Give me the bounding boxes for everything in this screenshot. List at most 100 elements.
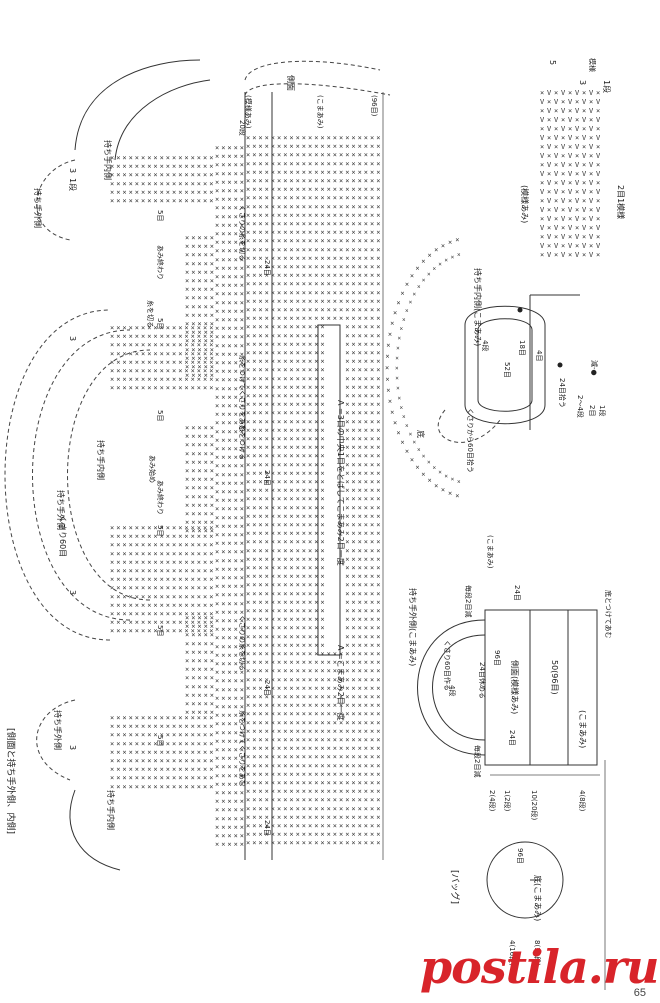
stitch-x: × (166, 188, 170, 196)
stitch-x: × (172, 619, 176, 627)
stitch-x: × (197, 723, 201, 731)
stitch-x: × (320, 177, 324, 185)
stitch-x: × (215, 445, 219, 453)
stitch-x: × (327, 745, 331, 753)
stitch-x: × (339, 650, 343, 658)
stitch-x: × (204, 372, 208, 380)
stitch-x: × (129, 757, 133, 765)
stitch-x: × (308, 151, 312, 159)
stitch-x: × (339, 676, 343, 684)
stitch-x: × (234, 299, 238, 307)
stitch-x: × (240, 187, 244, 195)
stitch-x: × (252, 650, 256, 658)
stitch-x: × (265, 650, 269, 658)
stitch-x: × (110, 748, 114, 756)
stitch-x: × (410, 456, 414, 464)
stitch-x: × (271, 779, 275, 787)
stitch-x: × (327, 211, 331, 219)
stitch-x: × (320, 521, 324, 529)
stitch-x: × (147, 558, 151, 566)
stitch-x: × (314, 607, 318, 615)
stitch-x: × (351, 177, 355, 185)
stitch-x: × (203, 723, 207, 731)
stitch-x: × (204, 683, 208, 691)
stitch-x: × (364, 831, 368, 839)
stitch-x: × (227, 419, 231, 427)
stitch-x: × (185, 519, 189, 527)
stitch-x: × (191, 783, 195, 791)
bag-koma-bottom: (こまあみ) (578, 710, 587, 748)
stitch-x: × (191, 286, 195, 294)
stitch-x: × (345, 753, 349, 761)
stitch-x: × (215, 282, 219, 290)
pattern-title: (模様あみ) (520, 185, 530, 223)
stitch-x: × (376, 831, 380, 839)
stitch-x: × (141, 757, 145, 765)
pattern-stitch: × (554, 233, 558, 241)
stitch-x: × (191, 601, 195, 609)
stitch-x: × (141, 619, 145, 627)
stitch-x: × (147, 740, 151, 748)
stitch-x: × (333, 839, 337, 847)
stitch-x: × (327, 702, 331, 710)
stitch-x: × (160, 576, 164, 584)
pattern-stitch: V (547, 179, 552, 187)
stitch-x: × (277, 607, 281, 615)
stitch-x: × (141, 550, 145, 558)
stitch-x: × (351, 289, 355, 297)
stitch-x: × (320, 633, 324, 641)
stitch-x: × (215, 591, 219, 599)
stitch-x: × (296, 254, 300, 262)
stitch-x: × (417, 446, 421, 453)
stitch-x: × (283, 254, 287, 262)
stitch-x: × (240, 333, 244, 341)
label-1dan-a: 1段 (68, 178, 78, 191)
stitch-x: × (302, 538, 306, 546)
stitch-x: × (364, 779, 368, 787)
stitch-x: × (166, 197, 170, 205)
stitch-x: × (271, 332, 275, 340)
pattern-side-label: 模様 (588, 58, 597, 72)
stitch-x: × (221, 316, 225, 324)
bag-dim-4: 4(8段) (578, 790, 587, 812)
stitch-x: × (320, 168, 324, 176)
stitch-x: × (252, 358, 256, 366)
stitch-x: × (227, 385, 231, 393)
stitch-x: × (203, 154, 207, 162)
stitch-x: × (209, 533, 213, 541)
stitch-x: × (296, 289, 300, 297)
stitch-x: × (258, 538, 262, 546)
stitch-x: × (289, 487, 293, 495)
stitch-x: × (333, 194, 337, 202)
stitch-x: × (221, 798, 225, 806)
stitch-x: × (234, 557, 238, 565)
stitch-x: × (327, 805, 331, 813)
stitch-x: × (364, 323, 368, 331)
stitch-x: × (358, 693, 362, 701)
stitch-x: × (215, 196, 219, 204)
stitch-x: × (277, 788, 281, 796)
handle-detail-24dan: 2〜4段 (576, 395, 585, 418)
stitch-x: × (240, 419, 244, 427)
stitch-x: × (234, 729, 238, 737)
stitch-x: × (258, 134, 262, 142)
stitch-x: × (277, 822, 281, 830)
stitch-x: × (265, 805, 269, 813)
stitch-x: × (185, 691, 189, 699)
stitch-x: × (370, 211, 374, 219)
stitch-x: × (308, 237, 312, 245)
stitch-x: × (265, 134, 269, 142)
stitch-x: × (358, 702, 362, 710)
stitch-x: × (296, 831, 300, 839)
stitch-x: × (147, 766, 151, 774)
stitch-x: × (184, 180, 188, 188)
stitch-x: × (351, 659, 355, 667)
stitch-x: × (209, 714, 213, 722)
stitch-x: × (314, 796, 318, 804)
stitch-x: × (252, 796, 256, 804)
stitch-x: × (283, 650, 287, 658)
stitch-x: × (227, 514, 231, 522)
stitch-x: × (376, 521, 380, 529)
stitch-x: × (215, 393, 219, 401)
stitch-x: × (178, 783, 182, 791)
